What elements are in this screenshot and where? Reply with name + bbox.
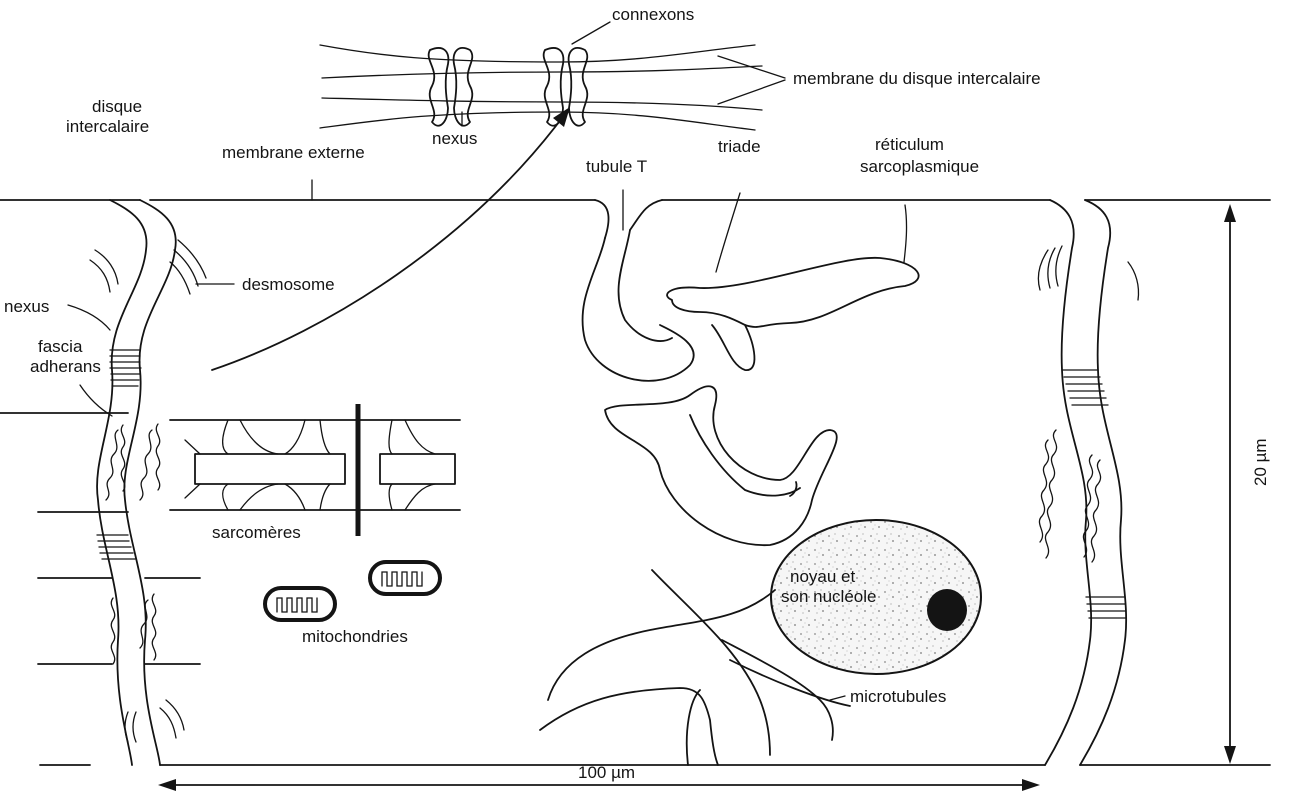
membrane-disque-leader-2 [718, 80, 785, 104]
t-tubule-and-reticulum [583, 230, 919, 545]
mitochondria [265, 562, 440, 620]
nucleolus [927, 589, 967, 631]
label-connexons: connexons [612, 5, 694, 24]
label-disque-line1: disque [92, 97, 142, 116]
desmosomes [90, 240, 1139, 742]
label-mitochondries: mitochondries [302, 627, 408, 646]
gap-junction-inset [320, 22, 785, 130]
inset-membrane-bottom [320, 112, 755, 130]
label-fascia-line1: fascia [38, 337, 83, 356]
inset-membrane-mid-top [322, 66, 762, 78]
connexons-leader [572, 22, 610, 44]
membrane-disque-leader-1 [718, 56, 785, 78]
inset-membrane-top [320, 45, 755, 62]
label-triade: triade [718, 137, 761, 156]
label-membrane-externe: membrane externe [222, 143, 365, 162]
label-noyau-line1: noyau et [790, 567, 855, 586]
label-desmosome: desmosome [242, 275, 335, 294]
zoom-arrow-head [553, 107, 570, 127]
label-height-scale: 20 µm [1251, 438, 1270, 486]
label-disque-line2: intercalaire [66, 117, 149, 136]
label-membrane-disque: membrane du disque intercalaire [793, 69, 1041, 88]
label-width-scale: 100 µm [578, 763, 635, 782]
cell-membranes [0, 200, 1270, 765]
label-nexus-left: nexus [4, 297, 49, 316]
label-fascia-line2: adherans [30, 357, 101, 376]
label-noyau-line2: son nucléole [781, 587, 876, 606]
label-microtubules: microtubules [850, 687, 946, 706]
label-sarcomeres: sarcomères [212, 523, 301, 542]
label-reticulum-line2: sarcoplasmique [860, 157, 979, 176]
inset-membrane-mid-bottom [322, 98, 762, 110]
label-tubule-t: tubule T [586, 157, 647, 176]
sarcomeres [170, 404, 460, 536]
label-nexus-top: nexus [432, 129, 477, 148]
label-reticulum-line1: réticulum [875, 135, 944, 154]
